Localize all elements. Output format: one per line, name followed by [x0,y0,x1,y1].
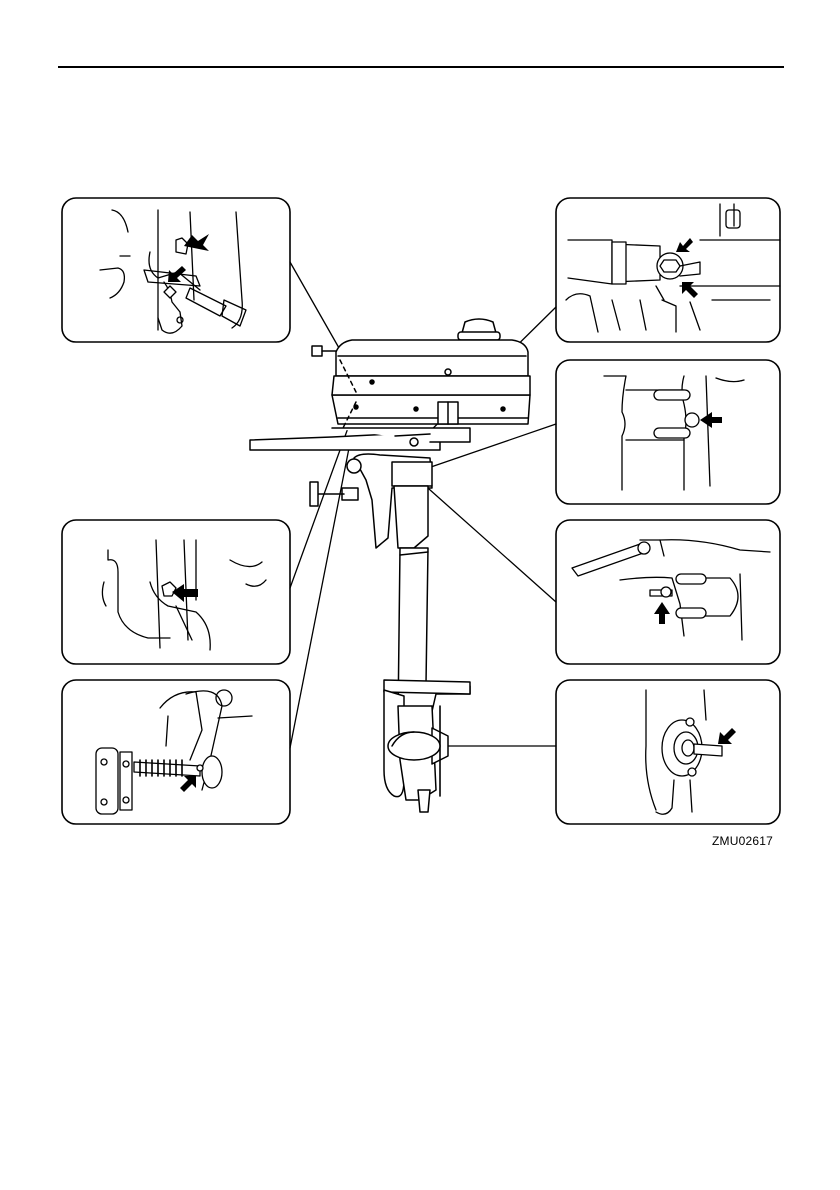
inset-steering-bolt [566,204,780,332]
inset-propeller-shaft [646,690,736,814]
inset-clamp-screw [96,690,252,814]
inset-tilt-lever [572,540,770,640]
arrow-icon [718,728,736,744]
arrow-icon [700,412,722,428]
inset-carburetor-linkage [100,210,246,333]
figure-code: ZMU02617 [712,834,773,848]
arrow-icon [180,776,196,792]
inset-throttle-pivot [102,540,266,650]
arrow-icon [654,602,670,624]
arrow-icon [172,584,198,602]
inset-swivel-fitting [604,376,744,490]
